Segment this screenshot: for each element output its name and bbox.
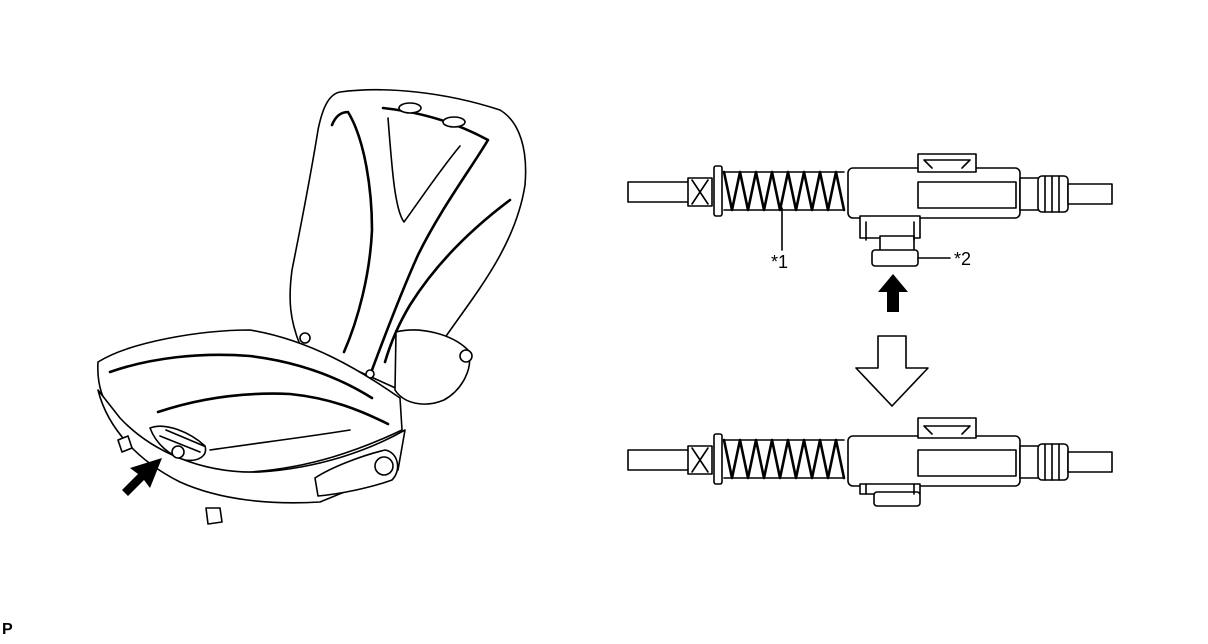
- part-label-2: *2: [954, 249, 972, 269]
- transition-arrow: [855, 335, 929, 407]
- cable-assembly-before: [627, 153, 1113, 312]
- push-arrow: [878, 274, 908, 312]
- corner-code: P: [2, 621, 13, 638]
- pointer-arrow: [122, 458, 162, 496]
- seat-illustration: [97, 88, 527, 525]
- part-label-1: *1: [771, 252, 789, 272]
- cable-assembly-after: [627, 417, 1113, 507]
